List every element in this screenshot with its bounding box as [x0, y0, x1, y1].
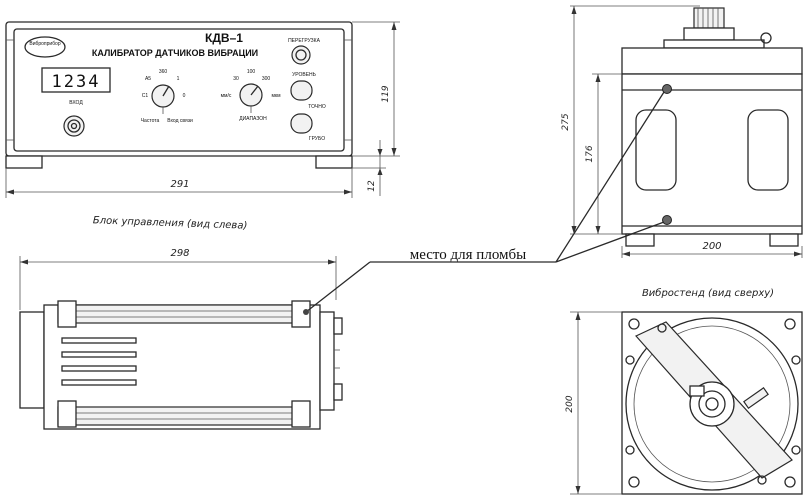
front-body [5, 21, 353, 157]
svg-text:С1: С1 [142, 93, 149, 99]
input-connector[interactable] [63, 115, 85, 137]
seal-point-top [662, 84, 672, 94]
side-vent [61, 365, 137, 372]
fine-rough-button[interactable] [290, 113, 313, 134]
svg-text:0: 0 [183, 93, 186, 99]
fine-label: ТОЧНО [308, 104, 326, 110]
svg-text:360: 360 [159, 69, 168, 75]
seal-place-label: место для пломбы [410, 247, 526, 263]
range-knob-group: 30 100 300 мм/с мкм ДИАПАЗОН [221, 69, 281, 122]
level-label: УРОВЕНЬ [292, 72, 317, 78]
overload-label: ПЕРЕГРУЗКА [288, 38, 321, 44]
rear-connector [333, 383, 343, 401]
svg-text:мкм: мкм [271, 93, 281, 99]
svg-text:30: 30 [233, 76, 239, 82]
side-view: 298 [19, 248, 343, 430]
model-label: КДВ–1 [205, 31, 243, 45]
seal-callout: место для пломбы [303, 91, 665, 315]
front-foot-right [315, 155, 353, 169]
side-top-rail [57, 304, 309, 324]
dim-foot-height: 12 [367, 180, 377, 192]
front-foot-left [5, 155, 43, 169]
side-bottom-rail [57, 406, 309, 426]
svg-text:мм/с: мм/с [221, 93, 232, 99]
front-panel [13, 28, 345, 152]
logo-badge [24, 36, 66, 58]
selector-caption-left: Частота [141, 118, 160, 124]
front-view: Виброприбор КДВ–1 КАЛИБРАТОР ДАТЧИКОВ ВИ… [5, 21, 400, 198]
device-title: КАЛИБРАТОР ДАТЧИКОВ ВИБРАЦИИ [92, 48, 258, 58]
dim-top-depth: 200 [565, 395, 575, 412]
rear-connector [333, 317, 343, 335]
shaker-window-right [747, 109, 789, 191]
caption-side-view: Блок управления (вид слева) [93, 215, 248, 231]
dim-shaker-width: 200 [702, 241, 721, 252]
shaker-top-knob [693, 7, 725, 29]
shaker-foot [769, 233, 799, 247]
selector-caption-right: Вход связи [167, 118, 193, 124]
input-label: ВХОД [69, 100, 83, 106]
shaker-foot [625, 233, 655, 247]
shaker-window-left [635, 109, 677, 191]
dim-shaker-height: 275 [561, 113, 571, 130]
side-front-panel [19, 311, 45, 409]
side-vent [61, 337, 137, 344]
side-vent [61, 379, 137, 386]
corner-bolt [784, 318, 796, 330]
range-caption: ДИАПАЗОН [239, 116, 267, 122]
corner-bolt [784, 476, 796, 488]
svg-text:100: 100 [247, 69, 256, 75]
corner-bolt [628, 318, 640, 330]
dim-front-height: 119 [381, 85, 391, 102]
dim-shaker-inner: 176 [585, 145, 595, 162]
side-rear-plate [319, 311, 335, 411]
level-button[interactable] [290, 80, 313, 101]
svg-text:А5: А5 [145, 76, 151, 82]
shaker-top-view: 200 [565, 311, 803, 495]
shaker-top-plate [621, 47, 803, 75]
dim-front-width: 291 [170, 179, 189, 190]
selector-knob-group: А5 360 1 С1 0 Частота Вход связи [141, 69, 193, 124]
svg-text:300: 300 [262, 76, 271, 82]
shaker-body [621, 73, 803, 235]
digital-display [41, 67, 111, 93]
side-vent [61, 351, 137, 358]
caption-top-view: Вибростенд (вид сверху) [642, 287, 774, 299]
corner-bolt [628, 476, 640, 488]
overload-indicator [291, 45, 311, 65]
logo-text-top: Виброприбор [29, 41, 60, 47]
display-digits: 1234 [52, 72, 101, 92]
shaker-front-view: 275 176 200 [561, 5, 803, 258]
seal-point-bottom [662, 215, 672, 225]
shaker-table-disc [625, 317, 799, 491]
dim-side-length: 298 [170, 248, 189, 259]
rough-label: ГРУБО [309, 136, 325, 142]
svg-text:1: 1 [177, 76, 180, 82]
